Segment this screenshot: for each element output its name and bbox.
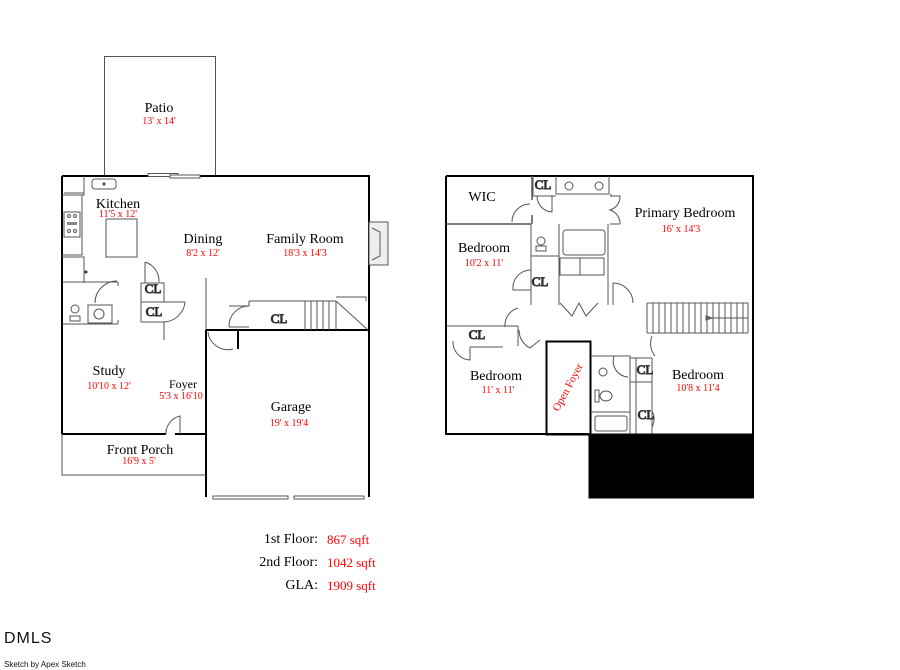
wic-walls — [446, 176, 533, 225]
room-dim-kitchen: 11'5 x 12' — [99, 209, 137, 220]
room-dim-bedroom-a: 10'2 x 11' — [465, 258, 503, 269]
summary-value: 1042 sqft — [327, 554, 376, 570]
room-dim-dining: 8'2 x 12' — [186, 248, 220, 259]
room-name-kitchen: Kitchen — [96, 197, 140, 212]
room-name-bedroom-a: Bedroom — [458, 241, 510, 256]
room-name-front-porch: Front Porch — [107, 443, 174, 458]
garage-wall — [205, 329, 369, 497]
summary-label: 2nd Floor: — [259, 554, 318, 570]
sketch-credit: Sketch by Apex Sketch — [4, 660, 86, 669]
porch-outline — [61, 434, 206, 476]
toilet — [536, 236, 546, 246]
room-name-patio: Patio — [145, 101, 174, 116]
room-name-bedroom-b: Bedroom — [470, 369, 522, 384]
area-summary: 1st Floor: 867 sqft 2nd Floor: 1042 sqft… — [240, 528, 440, 597]
room-name-garage: Garage — [271, 400, 311, 415]
unfinished-area — [588, 433, 754, 499]
summary-value: 1909 sqft — [327, 577, 376, 593]
closet-label: CL — [637, 362, 654, 377]
stove — [63, 211, 81, 238]
bathtub — [562, 229, 606, 256]
closet-label: CL — [271, 311, 288, 326]
exterior-wall — [445, 175, 754, 498]
vanity — [87, 304, 113, 324]
closet-label: CL — [145, 281, 162, 296]
second-floor: CL CL CL CL CL — [445, 175, 754, 499]
summary-label: GLA: — [285, 577, 318, 593]
kitchen-sink — [91, 178, 117, 190]
toilet — [594, 389, 600, 403]
room-dim-bedroom-c: 10'8 x 11'4 — [676, 383, 719, 394]
room-name-primary-bedroom: Primary Bedroom — [635, 206, 736, 221]
room-dim-study: 10'10 x 12' — [87, 381, 131, 392]
summary-value: 867 sqft — [327, 531, 370, 547]
shower-vanity — [559, 257, 581, 276]
room-dim-patio: 13' x 14' — [142, 116, 176, 127]
room-dim-garage: 19' x 19'4 — [270, 418, 309, 429]
closet-label: CL — [638, 407, 655, 422]
room-name-dining: Dining — [184, 232, 223, 247]
closet-label: CL — [535, 177, 552, 192]
closet-walls — [140, 282, 185, 340]
room-dim-family-room: 18'3 x 14'3 — [283, 248, 327, 259]
room-dim-primary-bedroom: 16' x 14'3 — [662, 224, 701, 235]
room-dim-foyer: 5'3 x 16'10 — [159, 391, 203, 402]
room-name-open-foyer: Open Foyer — [551, 361, 586, 413]
room-dim-bedroom-b: 11' x 11' — [482, 385, 515, 396]
staircase — [305, 296, 369, 331]
first-floor-labels: Patio 13' x 14' Kitchen 11'5 x 12' Dinin… — [87, 101, 344, 467]
room-name-wic: WIC — [468, 190, 495, 205]
summary-row-gla: GLA: 1909 sqft — [240, 574, 440, 597]
bathtub — [594, 415, 628, 432]
room-name-foyer: Foyer — [169, 377, 197, 391]
sink — [594, 181, 604, 191]
first-floor: CL CL CL — [61, 56, 389, 500]
room-dim-front-porch: 16'9 x 5' — [122, 456, 156, 467]
fireplace — [368, 221, 389, 266]
closet-label: CL — [146, 304, 163, 319]
summary-label: 1st Floor: — [263, 531, 318, 547]
second-floor-labels: WIC Primary Bedroom 16' x 14'3 Bedroom 1… — [458, 190, 736, 413]
kitchen-counter — [62, 176, 85, 256]
room-name-study: Study — [93, 364, 126, 379]
room-name-bedroom-c: Bedroom — [672, 368, 724, 383]
sink — [598, 367, 608, 377]
closet-label: CL — [532, 274, 549, 289]
garage-door — [212, 495, 289, 500]
garage-door — [293, 495, 365, 500]
room-name-family-room: Family Room — [266, 232, 344, 247]
summary-row-1st-floor: 1st Floor: 867 sqft — [240, 528, 440, 551]
closet-label: CL — [469, 327, 486, 342]
staircase — [646, 302, 749, 334]
open-foyer — [545, 340, 592, 436]
sink — [564, 181, 574, 191]
summary-row-2nd-floor: 2nd Floor: 1042 sqft — [240, 551, 440, 574]
kitchen-island — [105, 218, 138, 258]
toilet — [70, 304, 80, 314]
dmls-logo: DMLS — [4, 630, 53, 647]
stair-closet — [229, 300, 306, 330]
powder-room-walls — [62, 281, 118, 325]
